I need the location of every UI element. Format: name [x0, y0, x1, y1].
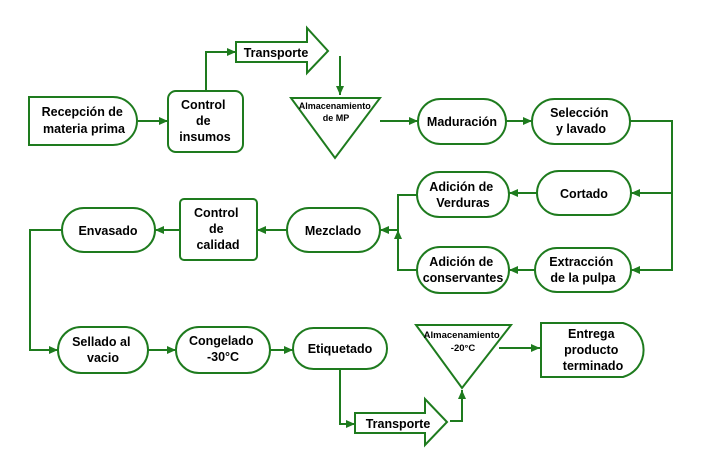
- node-envasado[interactable]: [61, 207, 156, 253]
- label-line: Control: [181, 98, 225, 112]
- node-seleccion-lavado[interactable]: [531, 98, 631, 145]
- connector-conservantes-mezclado: [394, 230, 417, 271]
- label-line: Etiquetado: [308, 342, 373, 356]
- label-line: Transporte: [244, 46, 309, 60]
- label-line: de: [209, 222, 224, 236]
- label-line: Maduración: [427, 115, 497, 129]
- label-etiquetado: Etiquetado: [308, 342, 373, 356]
- label-control-calidad: Control de calidad: [194, 206, 242, 252]
- label-line: y lavado: [556, 122, 606, 136]
- connector-control-transporte: [205, 48, 236, 91]
- connector-etiquetado-transporte: [339, 369, 355, 428]
- label-line: Mezclado: [305, 224, 362, 238]
- label-line: -30°C: [207, 350, 239, 364]
- node-almacenamiento-mp[interactable]: [289, 97, 382, 160]
- label-line: insumos: [179, 130, 230, 144]
- label-envasado: Envasado: [78, 224, 137, 238]
- label-line: Almacenamiento: [299, 101, 372, 111]
- label-recepcion-materia-prima: Recepción de materia prima: [42, 105, 127, 136]
- label-almacenamiento-mp: Almacenamiento de MP: [299, 101, 374, 123]
- label-line: Control: [194, 206, 238, 220]
- label-line: Adición de: [429, 255, 493, 269]
- label-transporte-2: Transporte: [366, 417, 431, 431]
- label-line: Envasado: [78, 224, 137, 238]
- connector-envasado-sellado: [29, 229, 62, 354]
- node-transporte-arrow-1[interactable]: [235, 25, 330, 76]
- node-transporte-arrow-2[interactable]: [354, 396, 449, 448]
- connector-seleccion-extraccion: [631, 193, 673, 274]
- node-mezclado[interactable]: [286, 207, 381, 253]
- node-adicion-verduras[interactable]: [416, 171, 510, 218]
- label-line: Almacenamiento: [424, 330, 500, 341]
- label-line: Verduras: [436, 196, 490, 210]
- node-cortado[interactable]: [536, 170, 632, 216]
- label-line: de la pulpa: [550, 271, 616, 285]
- label-line: Sellado al: [72, 335, 130, 349]
- label-line: conservantes: [423, 271, 504, 285]
- label-congelado: Congelado -30°C: [189, 334, 257, 364]
- node-control-insumos[interactable]: [167, 90, 244, 153]
- label-line: producto: [564, 343, 619, 357]
- label-line: Cortado: [560, 187, 608, 201]
- label-line: -20°C: [451, 343, 476, 354]
- node-entrega-producto[interactable]: [540, 322, 645, 378]
- label-adicion-verduras: Adición de Verduras: [429, 180, 496, 210]
- connector-verduras-mezclado: [380, 194, 417, 234]
- label-line: terminado: [563, 359, 624, 373]
- node-almacenamiento-20[interactable]: [414, 324, 514, 390]
- node-etiquetado[interactable]: [292, 327, 388, 370]
- label-line: Congelado: [189, 334, 254, 348]
- label-adicion-conservantes: Adición de conservantes: [423, 255, 504, 285]
- node-maduracion[interactable]: [417, 98, 507, 145]
- label-line: Adición de: [429, 180, 493, 194]
- node-extraccion-pulpa[interactable]: [534, 247, 632, 293]
- node-control-calidad[interactable]: [179, 198, 258, 261]
- label-maduracion: Maduración: [427, 115, 497, 129]
- label-line: de: [196, 114, 211, 128]
- label-entrega-producto: Entrega producto terminado: [563, 327, 624, 373]
- label-control-insumos: Control de insumos: [179, 98, 230, 144]
- node-recepcion-materia-prima[interactable]: [28, 96, 138, 146]
- label-line: Selección: [550, 106, 608, 120]
- label-line: de MP: [323, 113, 350, 123]
- label-almacenamiento-20: Almacenamiento -20°C: [424, 330, 503, 354]
- connector-transporte-almacenamiento-20: [450, 390, 466, 422]
- node-congelado[interactable]: [175, 326, 271, 374]
- node-sellado-vacio[interactable]: [57, 326, 149, 374]
- label-line: vacio: [87, 351, 119, 365]
- label-cortado: Cortado: [560, 187, 608, 201]
- label-sellado-vacio: Sellado al vacio: [72, 335, 134, 365]
- label-line: calidad: [196, 238, 239, 252]
- label-seleccion-lavado: Selección y lavado: [550, 106, 612, 136]
- connector-seleccion-branch: [630, 120, 673, 197]
- node-adicion-conservantes[interactable]: [416, 246, 510, 294]
- label-transporte-1: Transporte: [244, 46, 309, 60]
- label-mezclado: Mezclado: [305, 224, 362, 238]
- label-line: Entrega: [568, 327, 616, 341]
- label-extraccion-pulpa: Extracción de la pulpa: [549, 255, 616, 285]
- label-line: Transporte: [366, 417, 431, 431]
- label-line: Recepción de: [42, 105, 123, 119]
- label-line: materia prima: [43, 122, 126, 136]
- label-line: Extracción: [549, 255, 613, 269]
